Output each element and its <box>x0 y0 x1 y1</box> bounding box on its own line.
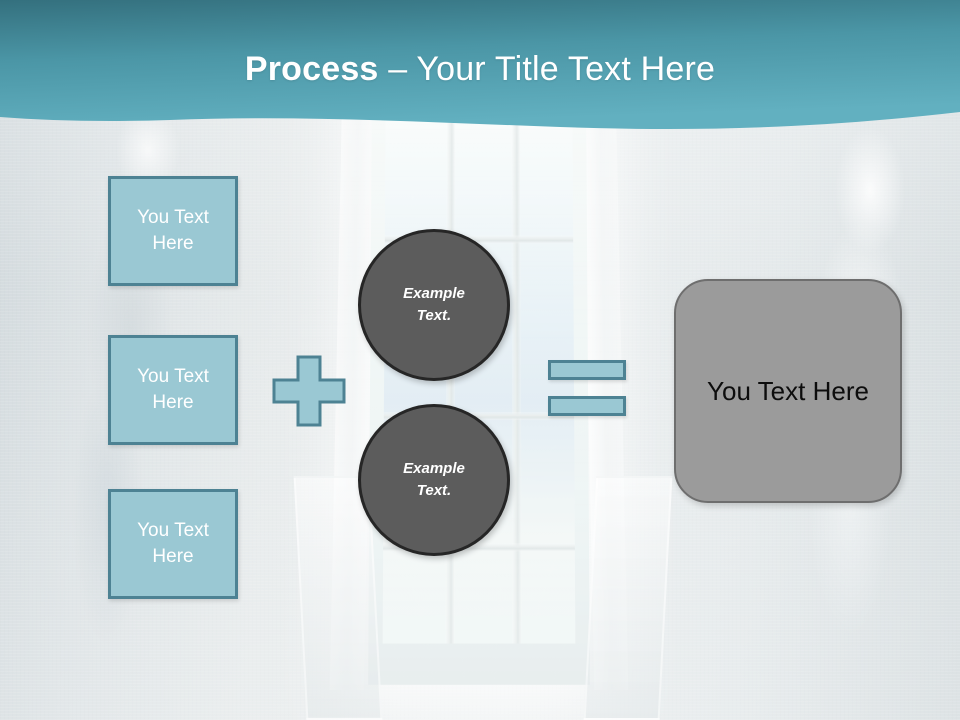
process-circle-2-label: Example Text. <box>403 458 465 502</box>
process-circle-1-line2: Text. <box>416 307 452 324</box>
input-box-2-line2: Here <box>152 392 194 413</box>
input-box-2-label: You Text Here <box>137 364 209 416</box>
input-box-3-line1: You Text <box>137 520 209 541</box>
input-box-1[interactable]: You Text Here <box>108 176 238 286</box>
input-box-3-label: You Text Here <box>137 518 209 570</box>
page-title-rest: – Your Title Text Here <box>378 50 716 88</box>
input-box-3[interactable]: You Text Here <box>108 489 238 599</box>
process-circle-2[interactable]: Example Text. <box>358 404 510 556</box>
input-box-3-line2: Here <box>152 546 194 567</box>
page-title: Process – Your Title Text Here <box>0 48 960 90</box>
result-box[interactable]: You Text Here <box>674 279 902 503</box>
page-title-bold: Process <box>244 50 379 88</box>
input-box-1-line1: You Text <box>137 207 209 228</box>
process-circle-2-line2: Text. <box>416 482 452 499</box>
equals-icon-bar-bottom <box>548 396 626 416</box>
input-box-1-label: You Text Here <box>137 205 209 257</box>
title-banner <box>0 0 960 140</box>
input-box-2-line1: You Text <box>137 366 209 387</box>
process-circle-1-line1: Example <box>403 285 465 302</box>
input-box-1-line2: Here <box>152 233 194 254</box>
process-circle-2-line1: Example <box>403 460 465 477</box>
input-box-2[interactable]: You Text Here <box>108 335 238 445</box>
banner-wave-shape <box>0 0 960 130</box>
process-circle-1[interactable]: Example Text. <box>358 229 510 381</box>
plus-icon <box>272 355 346 427</box>
plus-icon-shape <box>272 355 346 427</box>
equals-icon-bar-top <box>548 360 626 380</box>
equals-icon <box>548 360 626 422</box>
result-box-label: You Text Here <box>707 375 869 406</box>
process-circle-1-label: Example Text. <box>403 283 465 327</box>
